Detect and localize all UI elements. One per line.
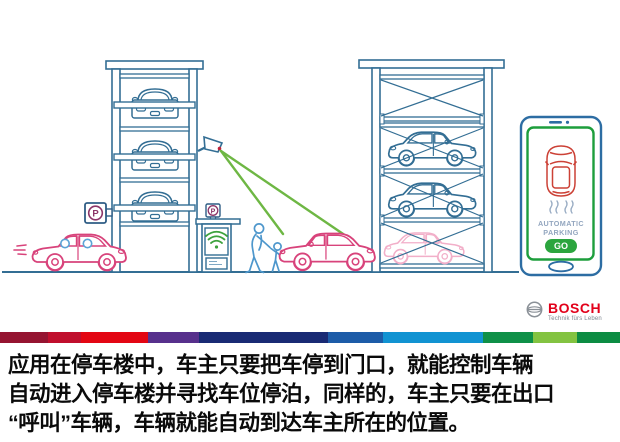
phone-speaker bbox=[549, 121, 562, 124]
pedestrians bbox=[245, 223, 284, 274]
caption-line: “呼叫”车辆，车辆就能自动到达车主所在的位置。 bbox=[8, 411, 470, 435]
caption-line: 自动进入停车楼并寻找车位停泊，同样的，车主只要在出口 bbox=[8, 382, 555, 406]
parking-sign: P bbox=[84, 202, 113, 224]
phone-camera-dot bbox=[565, 120, 570, 124]
brand-stripe bbox=[0, 332, 620, 343]
stripe-segment bbox=[483, 332, 533, 343]
wifi-icon bbox=[205, 230, 228, 249]
passenger-head-icon bbox=[59, 238, 70, 249]
camera-beams bbox=[219, 149, 354, 242]
illustration: P P bbox=[2, 59, 603, 277]
kiosk-sign-letter: P bbox=[211, 208, 216, 215]
stripe-segment bbox=[0, 332, 48, 343]
bosch-logo: BOSCH Technik fürs Leben bbox=[526, 301, 602, 323]
caption-line: 应用在停车楼中，车主只要把车停到门口，就能控制车辆 bbox=[8, 353, 534, 377]
stripe-segment bbox=[48, 332, 81, 343]
app-label-line2: PARKING bbox=[543, 228, 578, 237]
app-label-line1: AUTOMATIC bbox=[538, 219, 584, 228]
passenger-head-icon bbox=[82, 238, 93, 249]
phone-app-car-icon bbox=[544, 145, 578, 197]
stripe-segment bbox=[577, 332, 620, 343]
stripe-segment bbox=[199, 332, 328, 343]
left-parking-tower bbox=[105, 60, 204, 273]
brand-name: BOSCH bbox=[548, 300, 602, 316]
smartphone: AUTOMATIC PARKING GO bbox=[519, 115, 603, 277]
bosch-armature-icon bbox=[526, 301, 543, 318]
stripe-segment bbox=[383, 332, 483, 343]
stored-car-side-icon bbox=[387, 182, 477, 218]
go-button-label: GO bbox=[554, 241, 568, 251]
driving-car bbox=[13, 233, 127, 272]
left-tower-rails bbox=[113, 101, 196, 212]
stripe-segment bbox=[533, 332, 577, 343]
kiosk: P bbox=[195, 203, 241, 273]
stored-car-faded-icon bbox=[383, 232, 465, 265]
waiting-car bbox=[278, 232, 376, 272]
right-tower-cross-braces bbox=[380, 79, 484, 264]
parking-sign-letter: P bbox=[92, 209, 99, 220]
right-parking-tower bbox=[358, 59, 505, 273]
cctv-camera-icon bbox=[197, 135, 224, 153]
brand-tagline: Technik fürs Leben bbox=[548, 316, 602, 322]
stored-car-side-icon bbox=[387, 131, 477, 167]
phone-home-button bbox=[548, 260, 574, 273]
phone-car-motion-lines bbox=[549, 200, 574, 214]
stripe-segment bbox=[148, 332, 199, 343]
stripe-segment bbox=[81, 332, 148, 343]
go-button: GO bbox=[545, 239, 577, 253]
stripe-segment bbox=[328, 332, 383, 343]
caption-text: 应用在停车楼中，车主只要把车停到门口，就能控制车辆 自动进入停车楼并寻找车位停泊… bbox=[0, 343, 620, 438]
